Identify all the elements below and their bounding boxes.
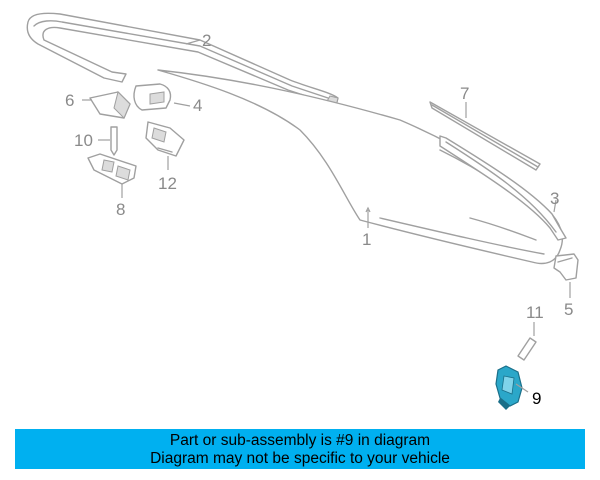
part-1-back-glass[interactable] [157,69,564,265]
part-9-bracket[interactable] [495,365,523,410]
part-3-molding[interactable] [439,135,567,241]
banner-line-1: Part or sub-assembly is #9 in diagram [169,432,431,449]
leader-9 [515,383,529,393]
part-7-molding[interactable] [429,101,541,171]
callout-4: 4 [193,96,202,115]
part-8-bracket[interactable] [87,153,137,185]
callout-12: 12 [158,174,177,193]
info-banner: Part or sub-assembly is #9 in diagram Di… [15,429,585,469]
banner-line-2: Diagram may not be specific to your vehi… [150,450,450,467]
part-5-end-cap[interactable] [553,253,579,281]
callout-5: 5 [564,300,573,319]
leader-2 [185,39,201,45]
leader-3 [553,199,557,213]
callout-11: 11 [526,303,544,322]
callout-3: 3 [550,189,559,208]
part-6-bracket[interactable] [89,91,131,119]
parts-diagram: 1 2 3 4 5 6 7 8 9 10 11 12 [26,12,579,410]
callout-6: 6 [65,91,74,110]
callout-1: 1 [362,230,371,249]
callout-10: 10 [74,131,93,150]
leader-4 [173,102,191,107]
callout-7: 7 [460,84,469,103]
callout-2: 2 [202,31,211,50]
part-10-pin[interactable] [110,126,118,156]
part-12-hinge[interactable] [145,121,185,157]
leader-lines [82,39,571,393]
part-11-clip[interactable] [517,337,537,361]
part-4-cover[interactable] [133,83,172,111]
callout-9: 9 [532,389,541,408]
callout-8: 8 [116,200,125,219]
